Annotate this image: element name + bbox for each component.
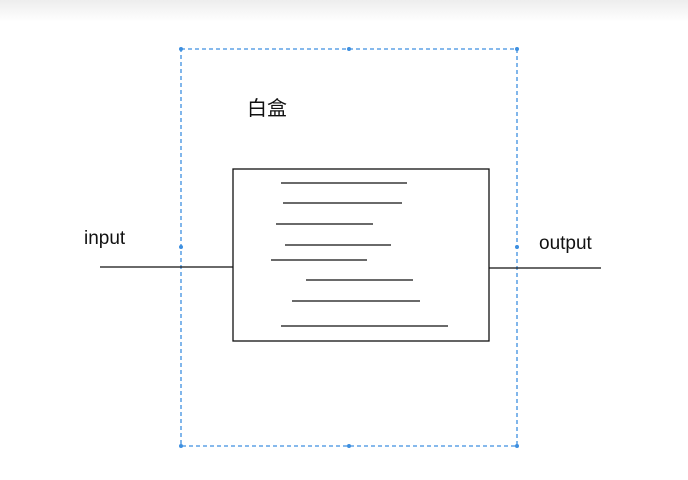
selection-handles[interactable]	[179, 47, 519, 448]
white-box-label: 白盒	[247, 96, 287, 120]
handle-top-left[interactable]	[179, 47, 183, 51]
handle-bottom-right[interactable]	[515, 444, 519, 448]
inner-box[interactable]	[232, 168, 490, 342]
handle-bottom-middle[interactable]	[347, 444, 351, 448]
handle-bottom-left[interactable]	[179, 444, 183, 448]
handle-middle-right[interactable]	[515, 245, 519, 249]
output-label: output	[539, 233, 592, 254]
top-shade	[0, 0, 688, 22]
handle-middle-left[interactable]	[179, 245, 183, 249]
inner-lines	[271, 182, 448, 327]
input-label: input	[84, 228, 126, 249]
handle-top-middle[interactable]	[347, 47, 351, 51]
handle-top-right[interactable]	[515, 47, 519, 51]
